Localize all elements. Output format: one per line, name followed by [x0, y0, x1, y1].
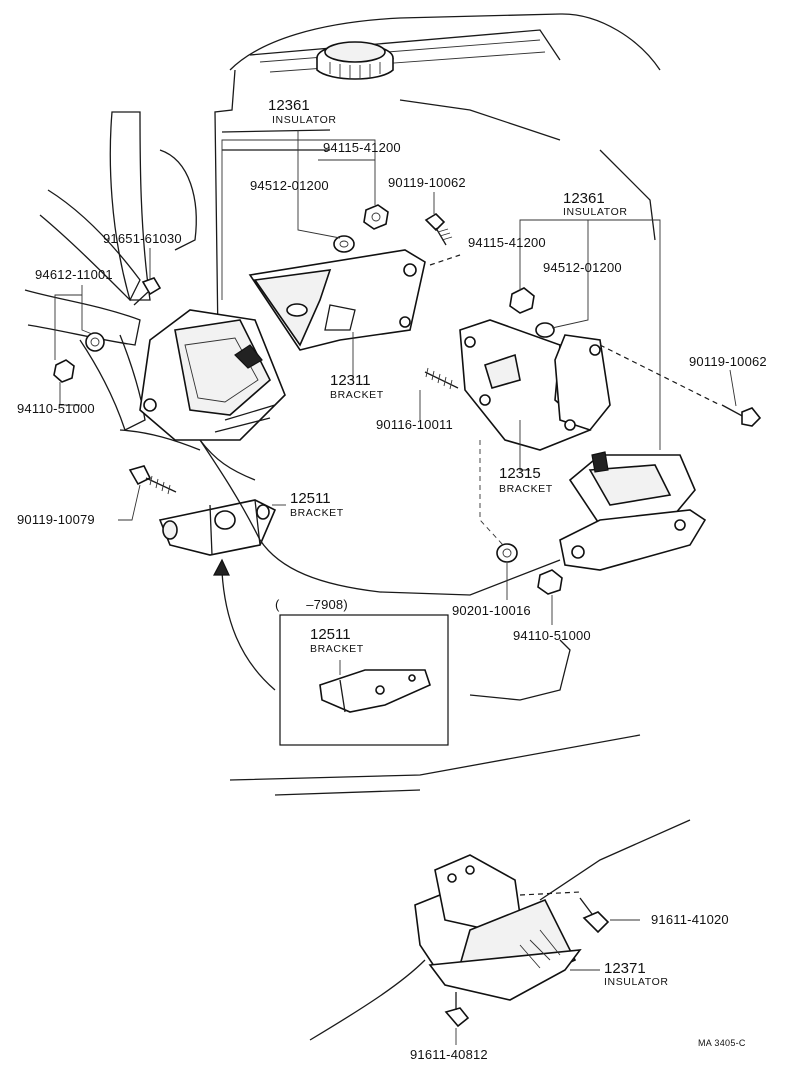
oil-filler-cap: [316, 41, 394, 80]
nut-top-part-number: 94115-41200: [323, 140, 401, 155]
rear-mount-insulator: [309, 819, 691, 1041]
leader-lines: [54, 130, 737, 1045]
bolt-lower-left-part-number: 90119-10079: [17, 512, 95, 527]
washer-right-part-number: 94512-01200: [543, 260, 622, 275]
inset-date-range: ( –7908): [275, 597, 348, 612]
bolt-fan-part-number: 91651-61030: [103, 231, 182, 246]
washer-left-part-number: 94612-11001: [35, 267, 113, 282]
nut-right-part-number: 94115-41200: [468, 235, 546, 250]
diagram-code: MA 3405-C: [698, 1038, 746, 1048]
stud-part-number: 90116-10011: [376, 417, 453, 432]
cooling-fan: [24, 111, 256, 481]
bracket-12315-shape: [459, 319, 721, 451]
insulator-top-word: INSULATOR: [272, 114, 337, 126]
bolt-rear-right-part-number: 91611-41020: [651, 912, 729, 927]
inset-arrow: [221, 571, 276, 691]
bolt-top-part-number: 90119-10062: [388, 175, 466, 190]
insulator-right-number: 12361: [563, 190, 605, 207]
inset-box: [279, 614, 449, 746]
nut-left-part-number: 94110-51000: [17, 401, 95, 416]
bracket-12511-number: 12511: [290, 490, 331, 507]
bracket-12315-word: BRACKET: [499, 483, 553, 495]
bolt-right-part-number: 90119-10062: [689, 354, 767, 369]
inset-bracket-word: BRACKET: [310, 643, 364, 655]
left-engine-mount: [139, 309, 286, 441]
washer-top-part-number: 94512-01200: [250, 178, 329, 193]
nut-lower-part-number: 94110-51000: [513, 628, 591, 643]
bracket-12315-number: 12315: [499, 465, 541, 482]
inset-bracket-number: 12511: [310, 626, 351, 643]
bracket-12311-word: BRACKET: [330, 389, 384, 401]
bracket-12511-shape: [158, 499, 277, 556]
nut-top-icon: [363, 204, 389, 230]
bracket-12311-shape: [248, 249, 461, 351]
right-frame-insulator: [559, 451, 707, 571]
bracket-12511-word: BRACKET: [290, 507, 344, 519]
insulator-rear-number: 12371: [604, 960, 646, 977]
bolt-rear-bottom-part-number: 91611-40812: [410, 1047, 488, 1062]
fasteners: [53, 204, 762, 1028]
washer-lower-part-number: 90201-10016: [452, 603, 531, 618]
insulator-top-number: 12361: [268, 97, 310, 114]
bracket-12311-number: 12311: [330, 372, 371, 389]
insulator-rear-word: INSULATOR: [604, 976, 669, 988]
insulator-right-word: INSULATOR: [563, 206, 628, 218]
